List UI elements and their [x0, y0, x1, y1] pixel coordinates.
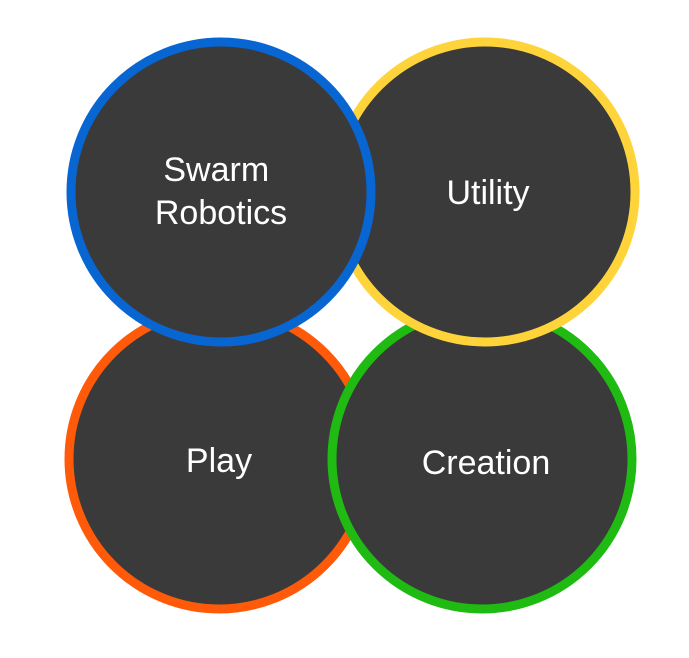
circle-creation-label: Creation [422, 444, 551, 482]
circle-swarm-robotics: Swarm Robotics [66, 37, 376, 347]
circle-creation-label-line: Creation [422, 444, 551, 482]
circle-utility: Utility [330, 37, 640, 347]
circle-swarm-robotics-label: Swarm Robotics [155, 151, 287, 232]
circle-swarm-robotics-label-line-2: Robotics [155, 194, 287, 232]
circle-utility-label: Utility [446, 174, 529, 212]
circle-play: Play [64, 304, 374, 614]
circle-swarm-robotics-ring [66, 37, 376, 347]
circle-swarm-robotics-label-line-1: Swarm [163, 151, 269, 189]
circle-utility-label-line: Utility [446, 174, 529, 212]
circle-play-label: Play [186, 442, 252, 480]
circle-creation: Creation [327, 304, 637, 614]
circle-play-label-line: Play [186, 442, 252, 480]
